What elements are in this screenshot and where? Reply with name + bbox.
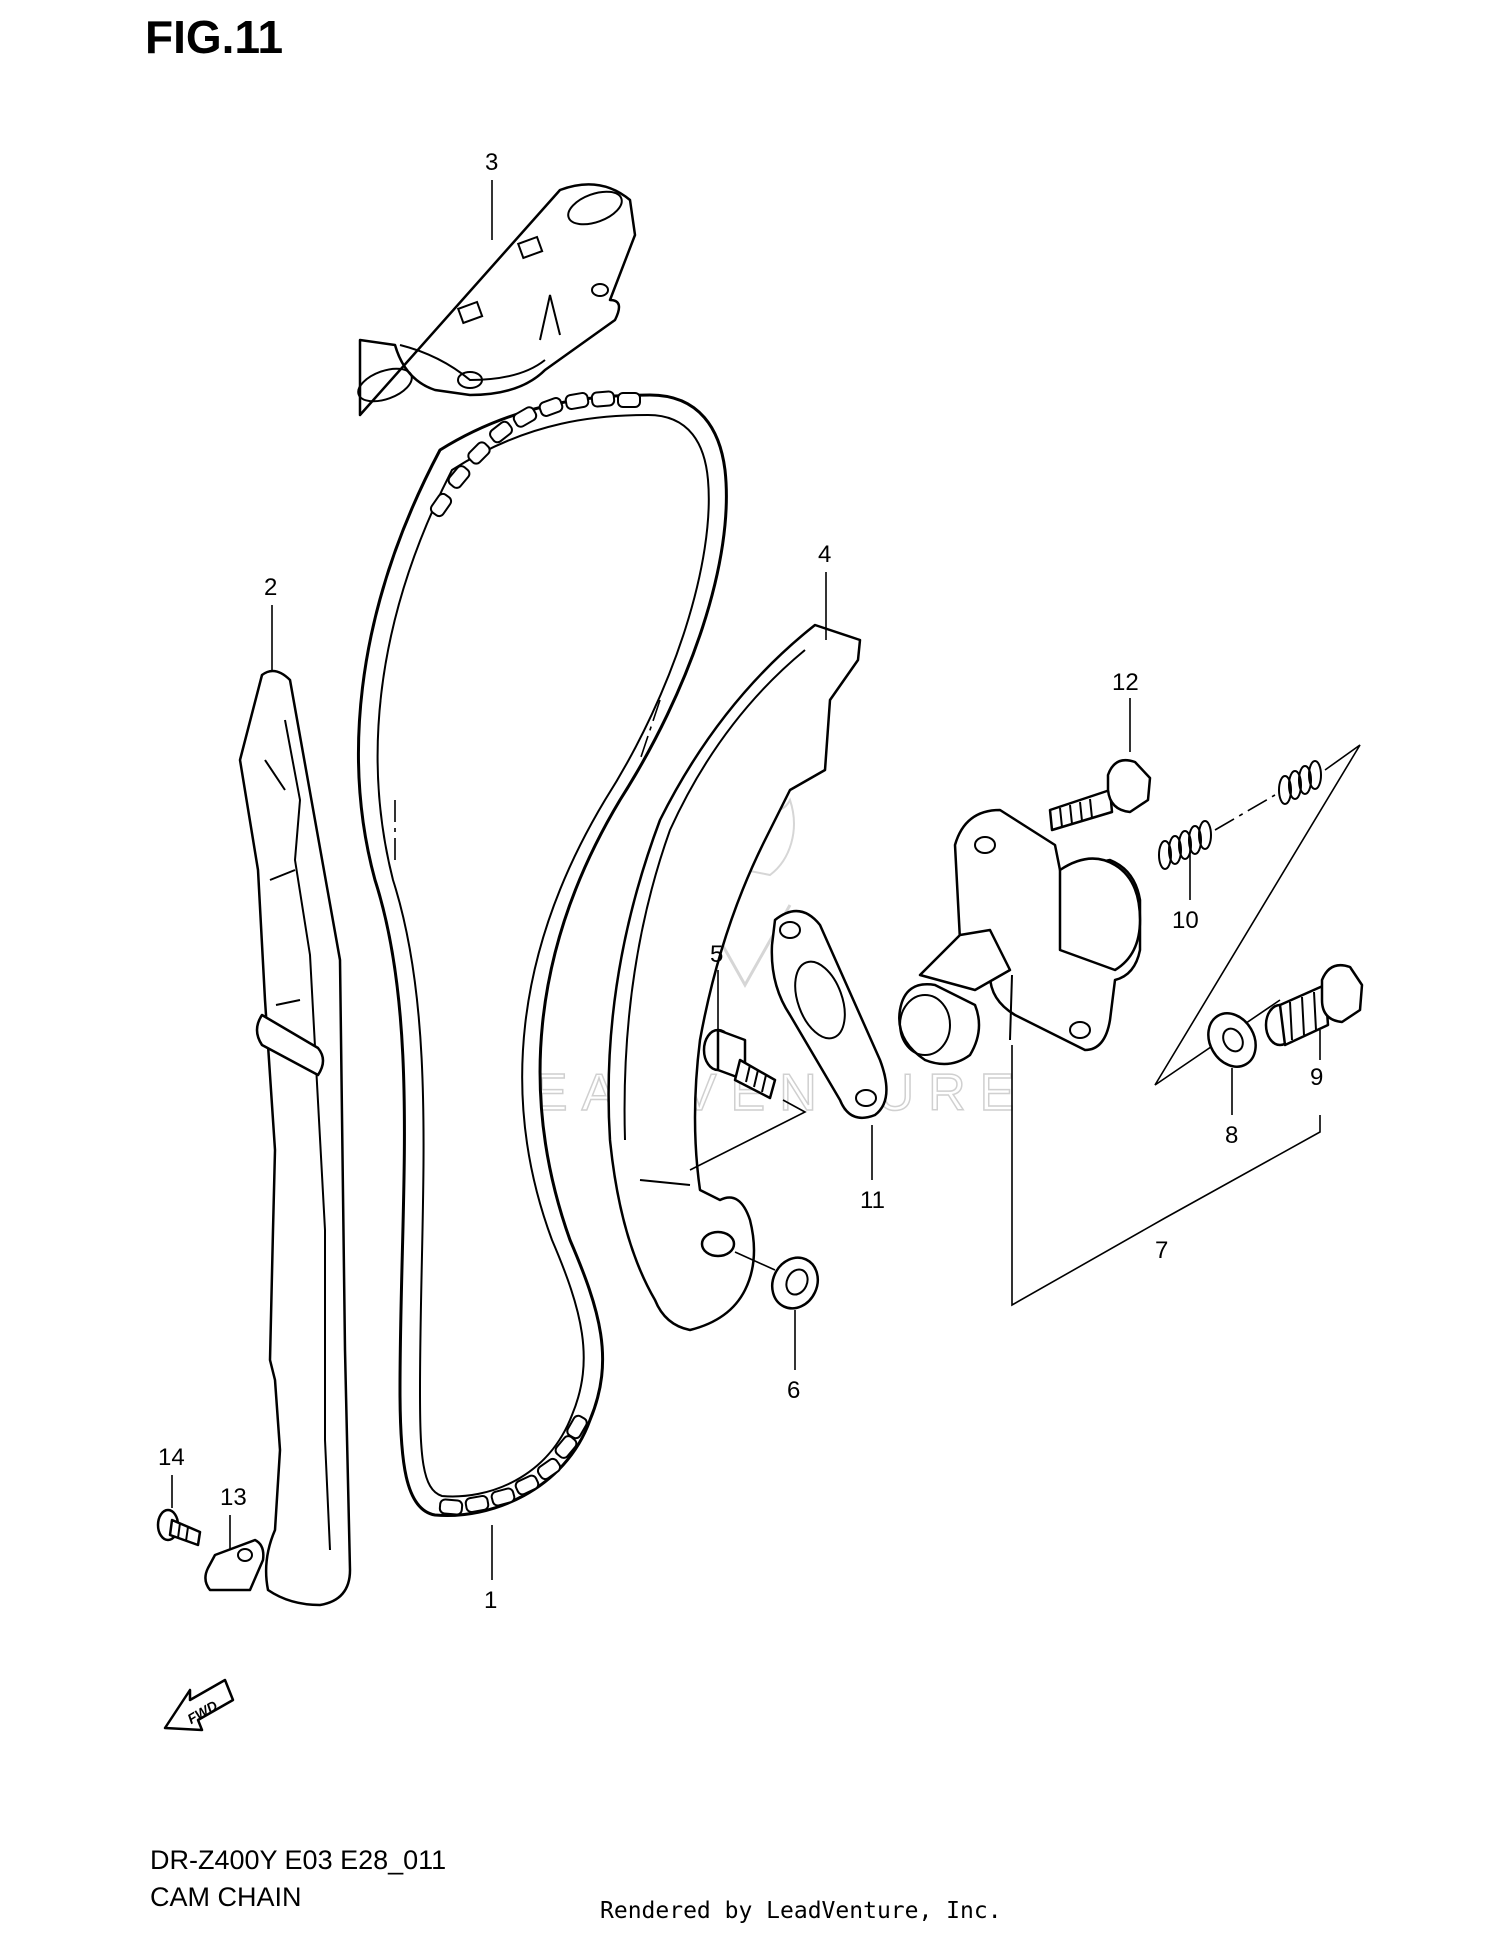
callout-13: 13 — [220, 1484, 247, 1511]
callout-7: 7 — [1155, 1237, 1168, 1264]
callout-labels: 1 2 3 4 5 6 7 8 9 10 11 12 13 14 — [158, 149, 1323, 1614]
part-13-stopper[interactable] — [204, 1515, 265, 1592]
section-name: CAM CHAIN — [150, 1882, 302, 1912]
callout-6: 6 — [787, 1377, 800, 1404]
part-9-plug[interactable] — [1264, 963, 1364, 1060]
part-2-chain-guide[interactable] — [238, 669, 352, 1607]
part-4-tensioner-slipper[interactable] — [607, 623, 862, 1332]
callout-5: 5 — [710, 941, 723, 968]
callout-14: 14 — [158, 1444, 185, 1471]
part-12-bolt[interactable] — [1048, 698, 1152, 832]
part-5-bolt[interactable] — [689, 1028, 807, 1171]
leader-lines — [271, 180, 873, 1580]
callout-8: 8 — [1225, 1122, 1238, 1149]
part-8-washer[interactable] — [1199, 1005, 1265, 1115]
part-6-washer[interactable] — [734, 1250, 826, 1316]
callout-10: 10 — [1172, 907, 1199, 934]
figure-title: FIG.11 — [145, 11, 284, 63]
callout-4: 4 — [818, 541, 831, 568]
part-11-gasket[interactable] — [770, 910, 888, 1120]
part-1-cam-chain[interactable] — [357, 390, 728, 1518]
part-3-top-guide[interactable] — [354, 183, 637, 417]
callout-12: 12 — [1112, 669, 1139, 696]
model-code: DR-Z400Y E03 E28_011 — [150, 1845, 447, 1875]
callout-9: 9 — [1310, 1064, 1323, 1091]
part-14-screw[interactable] — [156, 1475, 202, 1547]
callout-11: 11 — [860, 1187, 885, 1214]
part-7-tensioner-assembly[interactable] — [898, 808, 1321, 1307]
callout-2: 2 — [264, 574, 277, 601]
render-credit: Rendered by LeadVenture, Inc. — [600, 1898, 1002, 1924]
callout-1: 1 — [484, 1587, 497, 1614]
callout-3: 3 — [485, 149, 498, 176]
fwd-arrow-icon: FWD — [163, 1678, 235, 1732]
